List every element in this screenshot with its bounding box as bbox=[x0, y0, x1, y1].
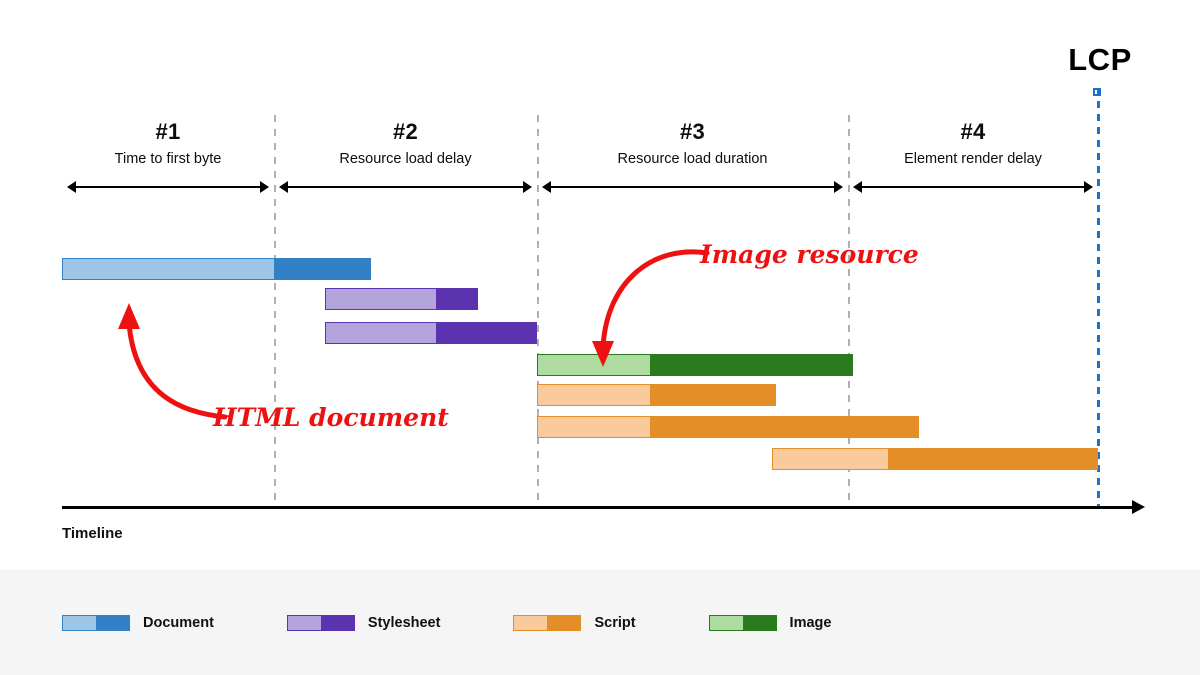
legend-swatch-stylesheet bbox=[286, 615, 355, 631]
arrow-shaft bbox=[286, 186, 525, 188]
phase-label-4: Element render delay bbox=[904, 151, 1042, 167]
timeline-axis-label: Timeline bbox=[62, 525, 123, 542]
annotation-html-document: HTML document bbox=[213, 403, 449, 432]
phase-separator-3 bbox=[848, 115, 850, 508]
resource-bar-document-1[interactable] bbox=[62, 258, 371, 280]
legend-swatch-light bbox=[514, 616, 548, 630]
phase-label-2: Resource load delay bbox=[339, 151, 472, 167]
phase-span-arrow-2 bbox=[279, 181, 532, 193]
timeline-axis-arrow-icon bbox=[1132, 500, 1145, 514]
arrow-head-right-icon bbox=[1084, 181, 1093, 193]
resource-bar-segment-transfer bbox=[650, 384, 776, 406]
resource-bar-segment-transfer bbox=[436, 288, 478, 310]
annotation-image-resource: Image resource bbox=[700, 240, 919, 269]
arrow-head-right-icon bbox=[260, 181, 269, 193]
phase-label-1: Time to first byte bbox=[114, 151, 222, 167]
arrow-head-left-icon bbox=[853, 181, 862, 193]
arrow-head-right-icon bbox=[523, 181, 532, 193]
timeline-axis bbox=[62, 506, 1134, 509]
legend-swatch-dark bbox=[320, 616, 354, 630]
resource-bar-script-7[interactable] bbox=[772, 448, 1098, 470]
arrow-head-left-icon bbox=[542, 181, 551, 193]
arrow-head-right-icon bbox=[834, 181, 843, 193]
resource-bar-segment-transfer bbox=[274, 258, 371, 280]
legend-item-image[interactable]: Image bbox=[708, 615, 832, 631]
lcp-label: LCP bbox=[1068, 42, 1132, 77]
phase-span-arrow-1 bbox=[67, 181, 269, 193]
legend-items: Document Stylesheet Script Image bbox=[62, 615, 904, 631]
arrow-shaft bbox=[549, 186, 836, 188]
resource-bar-script-5[interactable] bbox=[537, 384, 776, 406]
resource-bar-segment-wait bbox=[62, 258, 274, 280]
resource-bar-stylesheet-2[interactable] bbox=[325, 288, 478, 310]
resource-bar-segment-wait bbox=[772, 448, 888, 470]
legend-bar: Document Stylesheet Script Image bbox=[0, 570, 1200, 675]
legend-swatch-dark bbox=[96, 616, 129, 630]
resource-bar-segment-transfer bbox=[436, 322, 537, 344]
arrow-shaft bbox=[74, 186, 262, 188]
legend-label: Stylesheet bbox=[367, 615, 441, 631]
legend-item-document[interactable]: Document bbox=[62, 615, 214, 631]
resource-bar-segment-wait bbox=[537, 354, 650, 376]
resource-bar-segment-wait bbox=[325, 322, 436, 344]
phase-number-1: #1 bbox=[155, 119, 181, 144]
legend-item-script[interactable]: Script bbox=[513, 615, 636, 631]
resource-bar-stylesheet-3[interactable] bbox=[325, 322, 537, 344]
phase-separator-1 bbox=[274, 115, 276, 508]
phase-number-4: #4 bbox=[960, 119, 986, 144]
resource-bar-segment-wait bbox=[325, 288, 436, 310]
legend-swatch-light bbox=[287, 616, 321, 630]
legend-label: Image bbox=[789, 615, 832, 631]
arrow-shaft bbox=[860, 186, 1086, 188]
arrow-head-left-icon bbox=[279, 181, 288, 193]
resource-bar-script-6[interactable] bbox=[537, 416, 919, 438]
resource-bar-segment-wait bbox=[537, 384, 650, 406]
phase-number-3: #3 bbox=[679, 119, 706, 144]
legend-swatch-light bbox=[709, 616, 743, 630]
legend-swatch-dark bbox=[742, 616, 776, 630]
legend-swatch-light bbox=[63, 616, 96, 630]
resource-bar-image-4[interactable] bbox=[537, 354, 853, 376]
legend-swatch-script bbox=[513, 615, 582, 631]
resource-bar-segment-transfer bbox=[650, 354, 853, 376]
image-resource-annotation-arrow bbox=[592, 249, 710, 367]
legend-swatch-document bbox=[62, 615, 130, 631]
phase-label-3: Resource load duration bbox=[617, 151, 768, 167]
phase-number-2: #2 bbox=[392, 119, 419, 144]
resource-bar-segment-wait bbox=[537, 416, 650, 438]
legend-label: Script bbox=[594, 615, 636, 631]
resource-bar-segment-transfer bbox=[650, 416, 919, 438]
resource-bar-segment-transfer bbox=[888, 448, 1098, 470]
html-document-annotation-arrow bbox=[118, 303, 228, 420]
phase-span-arrow-3 bbox=[542, 181, 843, 193]
legend-item-stylesheet[interactable]: Stylesheet bbox=[286, 615, 441, 631]
phase-span-arrow-4 bbox=[853, 181, 1093, 193]
legend-label: Document bbox=[143, 615, 214, 631]
lcp-marker-line bbox=[1097, 88, 1100, 508]
legend-swatch-image bbox=[708, 615, 777, 631]
arrow-head-left-icon bbox=[67, 181, 76, 193]
phase-separator-2 bbox=[537, 115, 539, 508]
legend-swatch-dark bbox=[547, 616, 581, 630]
